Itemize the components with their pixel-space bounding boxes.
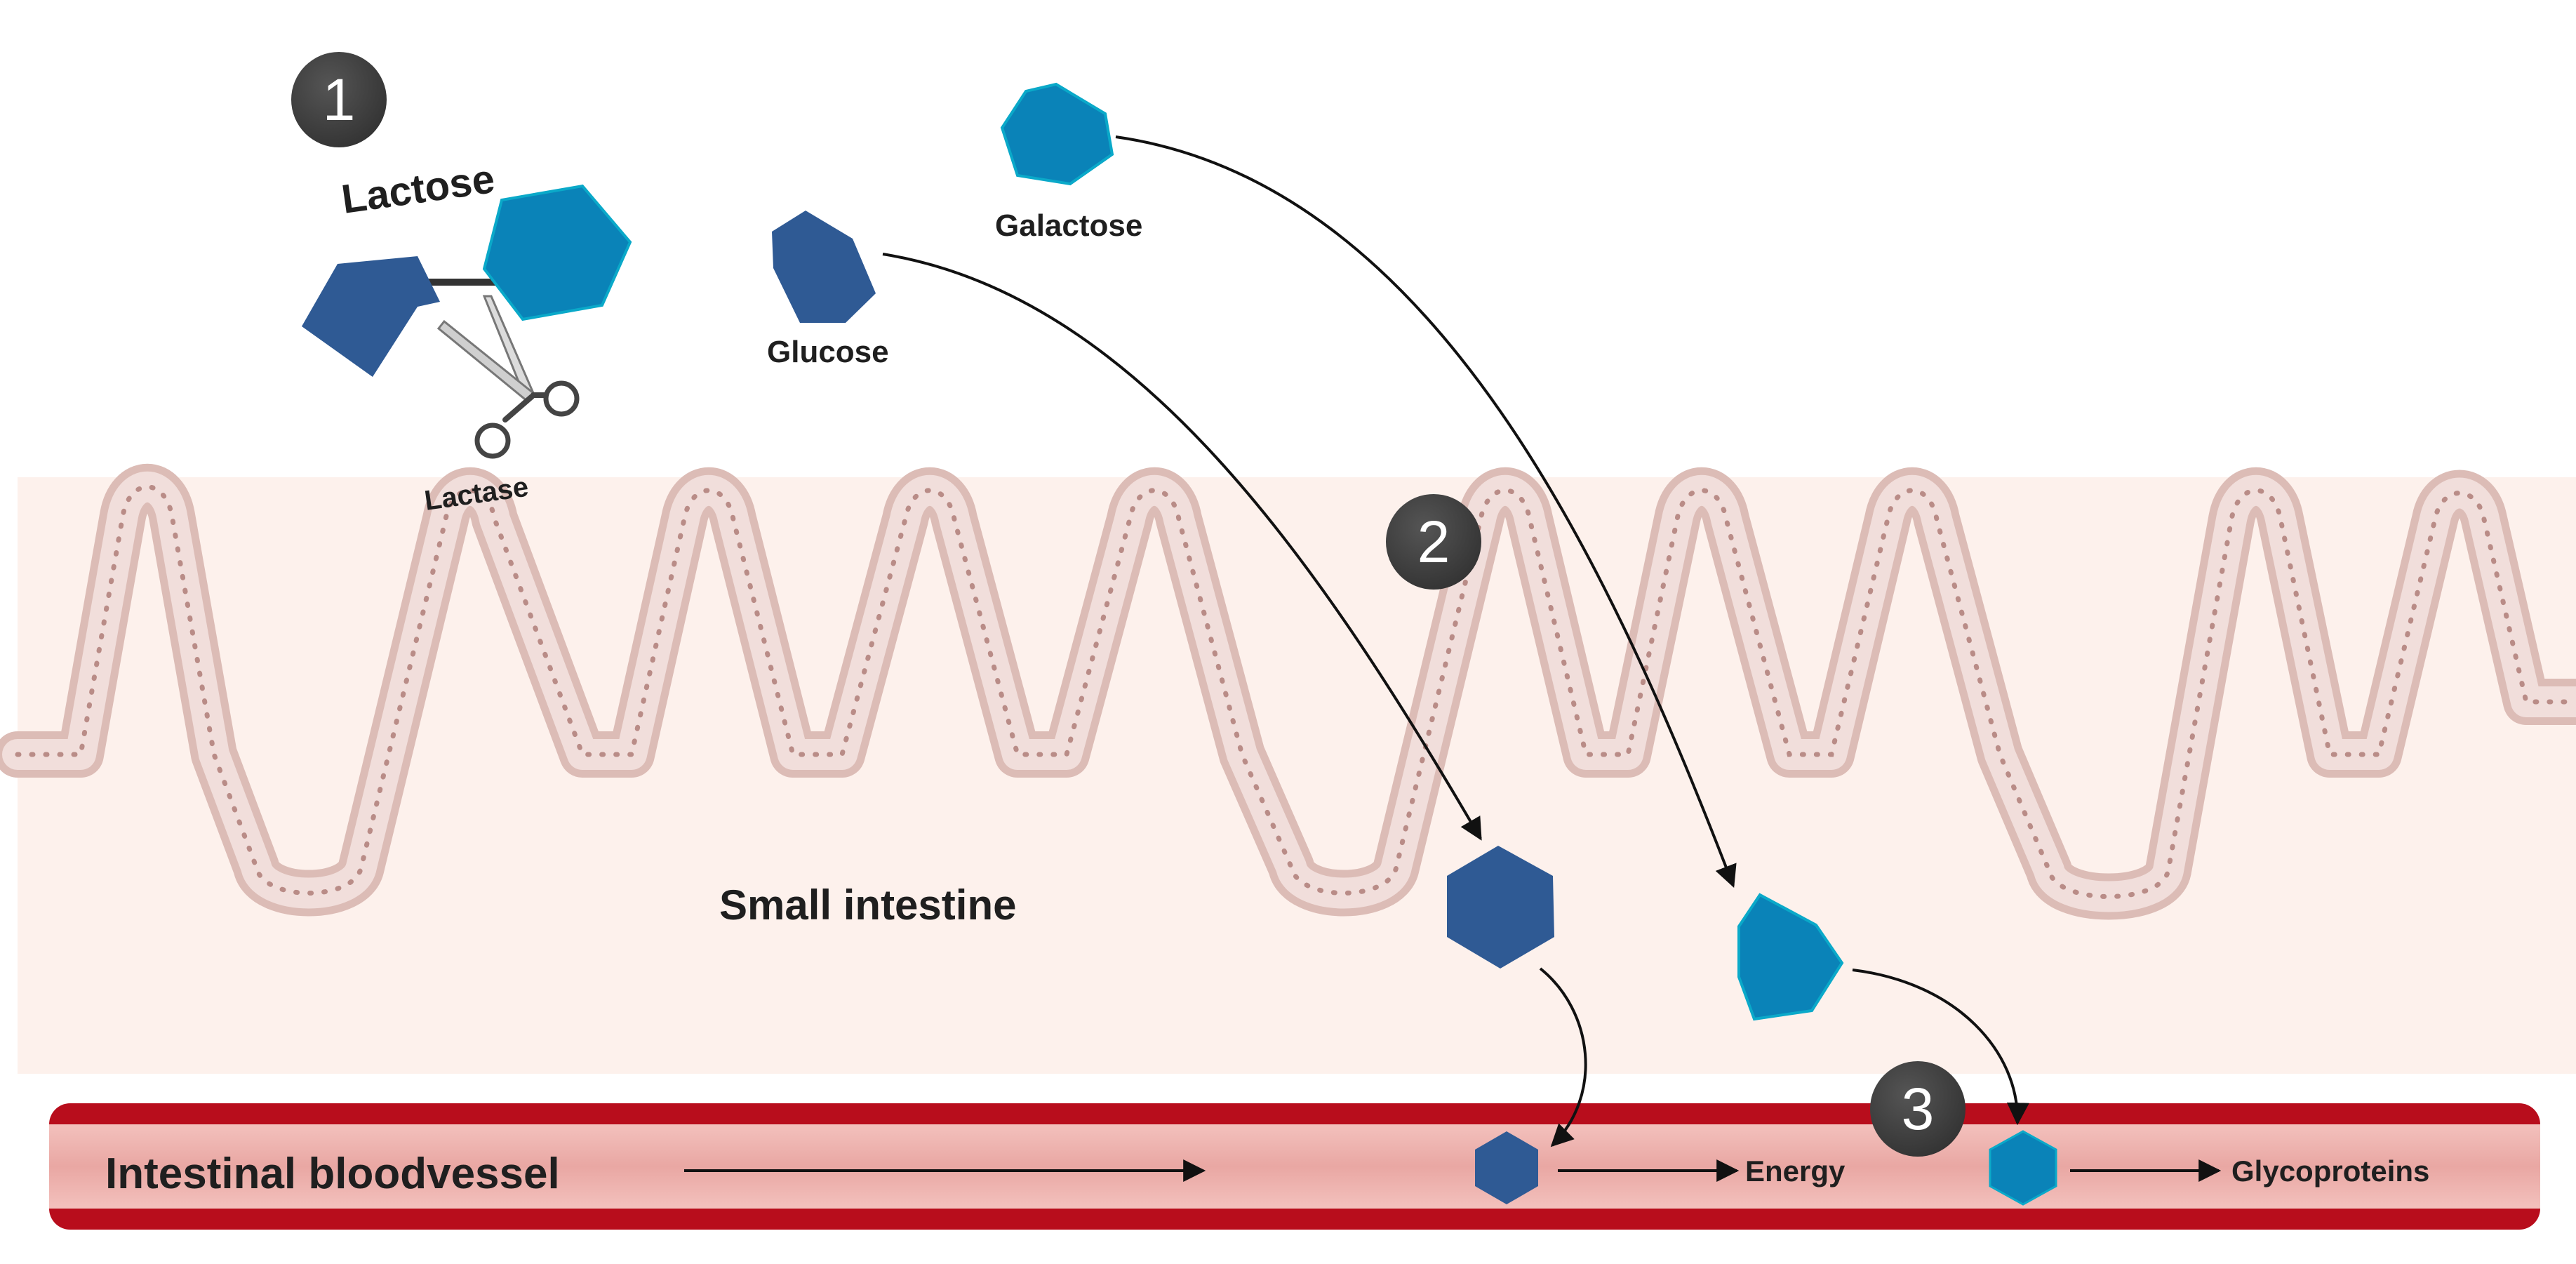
lactose-glucose-hexagon-icon xyxy=(302,256,440,377)
step-badge-3: 3 xyxy=(1870,1061,1966,1157)
vessel-glucose-hexagon-icon xyxy=(1475,1131,1538,1204)
glucose-label: Glucose xyxy=(767,335,889,369)
vessel-galactose-hexagon-icon xyxy=(1989,1130,2057,1206)
galactose-hexagon-icon xyxy=(1000,82,1114,186)
lactose-molecule xyxy=(302,184,632,377)
intestinal-bloodvessel-label: Intestinal bloodvessel xyxy=(105,1150,560,1198)
energy-label: Energy xyxy=(1745,1155,1846,1188)
small-intestine-label: Small intestine xyxy=(719,882,1016,929)
glucose-hexagon-icon xyxy=(772,211,876,323)
step-badge-2: 2 xyxy=(1386,494,1481,590)
lactose-galactose-hexagon-icon xyxy=(482,184,632,321)
absorbed-glucose-hexagon-icon xyxy=(1447,846,1554,969)
lactose-label: Lactose xyxy=(339,156,498,222)
glucose-to-vessel-arrow xyxy=(1539,967,1587,1147)
galactose-absorption-arrow xyxy=(1115,135,1737,888)
flow-arrows xyxy=(684,135,2222,1182)
galactose-to-vessel-arrow xyxy=(1852,969,2029,1126)
glycoproteins-label: Glycoproteins xyxy=(2231,1155,2429,1188)
scissors-icon xyxy=(436,295,580,459)
svg-text:3: 3 xyxy=(1902,1076,1935,1142)
step-badge-1: 1 xyxy=(291,52,387,147)
svg-text:2: 2 xyxy=(1417,509,1450,575)
svg-text:1: 1 xyxy=(323,67,356,133)
villi-wall xyxy=(0,463,2576,920)
absorbed-galactose-hexagon-icon xyxy=(1737,893,1844,1021)
galactose-label: Galactose xyxy=(995,208,1142,243)
glucose-absorption-arrow xyxy=(882,253,1482,841)
